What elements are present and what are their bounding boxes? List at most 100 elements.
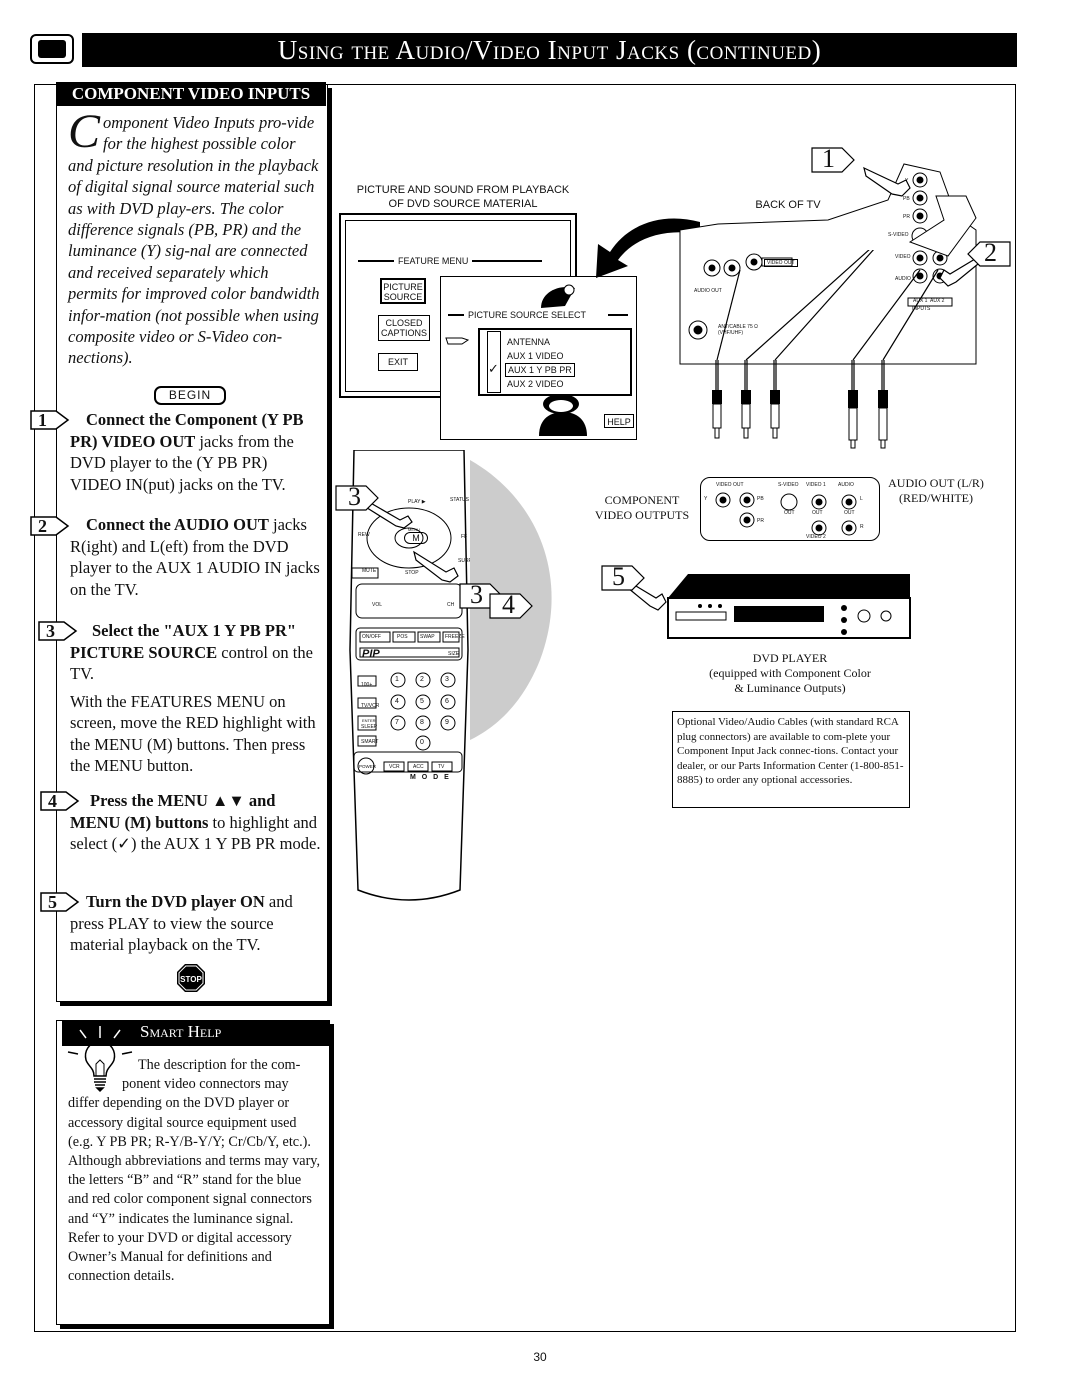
remote-digit-0[interactable]: 0	[420, 739, 424, 746]
remote-status-label[interactable]: STATUS	[450, 497, 469, 503]
remote-vcr-label[interactable]: VCR	[389, 764, 400, 770]
remote-digit-6[interactable]: 6	[445, 698, 449, 705]
smart-help-text: The description for the com- ponent vide…	[68, 1056, 324, 1286]
remote-surf-label[interactable]: SURF	[458, 558, 472, 564]
submenu-item-antenna[interactable]: ANTENNA	[507, 337, 551, 347]
callout-4: 4	[488, 588, 534, 624]
closed-captions-button[interactable]: CLOSED CAPTIONS	[378, 315, 430, 341]
tv-jack-svideo: S-VIDEO	[888, 232, 909, 238]
flow-arrow	[582, 206, 708, 282]
remote-digit-1[interactable]: 1	[395, 676, 399, 683]
remote-power-label[interactable]: POWER	[359, 764, 377, 769]
submenu-item-aux1-video[interactable]: AUX 1 VIDEO	[507, 351, 564, 361]
callout-3a: 3	[334, 480, 380, 516]
remote-digit-7[interactable]: 7	[395, 719, 399, 726]
step-1-heading: Connect the Component (Y PB PR) VIDEO OU…	[70, 410, 304, 451]
audio-out-label-2: (RED/WHITE)	[899, 491, 973, 505]
picture-source-button[interactable]: PICTURE SOURCE	[380, 278, 426, 304]
tv-jack-pb: PB	[903, 196, 910, 202]
remote-menu-button[interactable]: M	[404, 532, 428, 544]
cable-paths	[700, 219, 960, 400]
step-4-heading: Press the MENU ▲▼ and MENU (M) buttons	[70, 791, 276, 832]
remote-mode-label: M O D E	[410, 774, 451, 781]
remote-sleep-label[interactable]: SLEEP	[361, 724, 378, 730]
remote-digit-8[interactable]: 8	[420, 719, 424, 726]
step-5-number: 5	[48, 892, 57, 912]
main-frame	[34, 84, 1016, 1332]
step-4-text: Press the MENU ▲▼ and MENU (M) buttons t…	[70, 790, 322, 855]
remote-control	[348, 449, 470, 910]
remote-pos-label[interactable]: POS	[397, 634, 408, 640]
remote-swap-label[interactable]: SWAP	[420, 634, 435, 640]
remote-freeze-label[interactable]: FREEZE	[445, 634, 465, 640]
back-of-tv-label: BACK OF TV	[755, 199, 821, 211]
remote-vol-label[interactable]: VOL	[372, 602, 383, 608]
remote-mute-label[interactable]: MUTE	[362, 568, 377, 574]
step-5-heading: Turn the DVD player ON	[86, 892, 265, 911]
remote-acc-label[interactable]: ACC	[413, 764, 424, 770]
tv-jack-inputs: INPUTS	[912, 306, 931, 312]
dvd-player	[664, 570, 914, 646]
help-body: differ depending on the DVD player or ac…	[68, 1095, 321, 1285]
remote-enter-label[interactable]: ENTER	[362, 718, 376, 723]
remote-digit-5[interactable]: 5	[420, 698, 424, 705]
feature-menu-label: FEATURE MENU	[398, 256, 469, 266]
dvd-jack-video1: VIDEO 1	[806, 482, 826, 488]
step-1-marker: 1	[30, 408, 70, 432]
callout-3a-number: 3	[348, 482, 361, 511]
remote-rew-label[interactable]: REW	[358, 532, 370, 538]
callout-1-number: 1	[822, 144, 835, 173]
help-line-1: The description for the com-	[138, 1057, 301, 1073]
remote-size-label[interactable]: SIZE	[448, 651, 460, 657]
begin-badge: BEGIN	[154, 386, 226, 405]
dvd-jack-video-out: VIDEO OUT	[716, 482, 744, 488]
step-3-body: control on the TV.	[70, 642, 313, 684]
remote-tv-label[interactable]: TV	[438, 764, 445, 770]
step-2-body: jacks R(ight) and L(eft) from the DVD pl…	[70, 515, 320, 599]
remote-digit-2[interactable]: 2	[420, 676, 424, 683]
smart-help-box	[56, 1020, 330, 1325]
check-icon: ✓	[488, 361, 499, 376]
tv-jack-audio: AUDIO	[895, 276, 911, 282]
remote-smart-label[interactable]: SMART	[361, 739, 379, 745]
submenu-item-aux2-video[interactable]: AUX 2 VIDEO	[507, 379, 564, 389]
dvd-jack-pb: PB	[757, 496, 764, 502]
remote-digit-3[interactable]: 3	[445, 676, 449, 683]
hand-pointer-icon	[624, 578, 668, 612]
exit-button[interactable]: EXIT	[378, 353, 418, 371]
smart-help-title: Smart Help	[140, 1022, 222, 1041]
smart-help-header: Smart Help	[62, 1020, 330, 1046]
callout-5-number: 5	[612, 562, 625, 591]
finger-pointer-icon	[444, 330, 470, 350]
dvd-jack-r: R	[860, 524, 864, 530]
remote-digit-9[interactable]: 9	[445, 719, 449, 726]
step-5-body: and press PLAY to view the source materi…	[70, 892, 293, 954]
step-2-number: 2	[38, 516, 47, 536]
remote-onoff-label[interactable]: ON/OFF	[362, 634, 381, 640]
dvd-subtitle-1: (equipped with Component Color	[709, 666, 871, 680]
satellite-dish-icon	[535, 282, 583, 312]
step-4-body: to highlight and select (✓) the AUX 1 Y …	[70, 812, 321, 854]
callout-5: 5	[600, 560, 646, 596]
person-icon	[531, 392, 595, 436]
callout-2-number: 2	[984, 238, 997, 267]
help-button[interactable]: HELP	[604, 414, 634, 428]
tv-jack-antenna: ANT/CABLE 75 Ω (VHF/UHF)	[718, 324, 758, 336]
dvd-title: DVD PLAYER	[752, 651, 828, 665]
step-2-marker: 2	[30, 514, 70, 538]
remote-ff-label[interactable]: FF	[461, 534, 468, 540]
page-title: Using the Audio/Video Input Jacks (conti…	[277, 35, 822, 65]
stop-label: STOP	[180, 975, 202, 984]
step-3-marker: 3	[38, 619, 78, 643]
remote-stop-label[interactable]: STOP	[405, 570, 419, 576]
remote-ch-label[interactable]: CH	[447, 602, 455, 608]
remote-digit-4[interactable]: 4	[395, 698, 399, 705]
remote-100plus-label[interactable]: 100+	[361, 682, 373, 688]
feature-menu-bar: FEATURE MENU	[358, 255, 558, 267]
step-4-number: 4	[48, 791, 57, 811]
instructions-panel	[56, 84, 328, 1002]
dvd-output-panel	[700, 477, 880, 541]
submenu-item-aux1-ypbpr[interactable]: AUX 1 Y PB PR	[505, 363, 575, 377]
remote-play-label[interactable]: PLAY ▶	[408, 499, 426, 505]
remote-tvvcr-label[interactable]: TV/VCR	[361, 703, 380, 709]
